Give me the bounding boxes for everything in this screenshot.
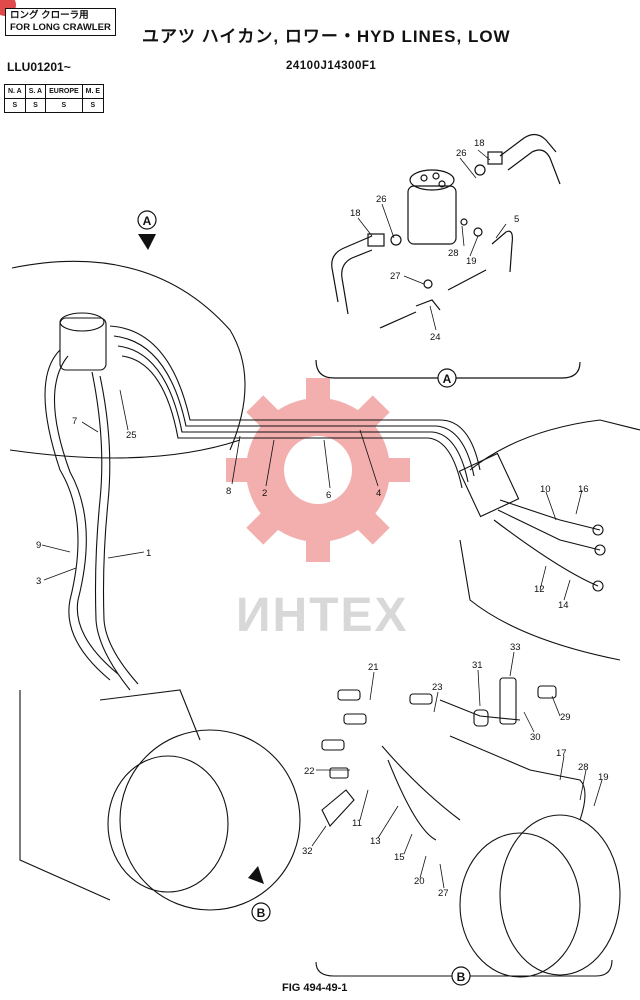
callout-16: 16 <box>578 484 589 495</box>
callout-14: 14 <box>558 600 569 611</box>
fitting-18-left <box>367 233 385 247</box>
line-6 <box>113 335 475 477</box>
callout-31: 31 <box>472 660 483 671</box>
callout-29: 29 <box>560 712 571 723</box>
callout-33: 33 <box>510 642 521 653</box>
watermark-gear-icon <box>226 378 410 562</box>
line-16 <box>499 499 601 531</box>
bolt-29 <box>537 685 557 699</box>
detail-a-label: A <box>443 372 452 386</box>
swivel-joint <box>407 185 457 245</box>
callout-28b: 28 <box>578 762 589 773</box>
callout-26: 26 <box>456 148 467 159</box>
line-2 <box>117 345 469 483</box>
callout-28: 28 <box>448 248 459 259</box>
view-arrow-a: A <box>137 210 157 250</box>
main-assembly <box>9 260 640 978</box>
assembly-part-number: 24100J14300F1 <box>286 60 377 72</box>
callout-13: 13 <box>370 836 381 847</box>
main-swivel-joint <box>59 317 107 371</box>
callout-21: 21 <box>368 662 379 673</box>
line-8 <box>121 355 463 489</box>
line-3 <box>53 355 119 675</box>
callout-30: 30 <box>530 732 541 743</box>
upper-frame-outline <box>11 260 246 451</box>
callout-labels: 18 26 18 26 5 28 19 27 24 25 7 8 2 6 4 9… <box>36 138 609 899</box>
line-9 <box>44 349 111 681</box>
line-13 <box>381 745 461 821</box>
callout-26b: 26 <box>376 194 387 205</box>
line-10 <box>497 509 601 551</box>
callout-5: 5 <box>514 214 519 225</box>
region-value-row: S S S S <box>4 98 105 113</box>
callout-15: 15 <box>394 852 405 863</box>
callout-20: 20 <box>414 876 425 887</box>
callout-27b: 27 <box>438 888 449 899</box>
line-1 <box>91 371 131 691</box>
long-crawler-badge: ロング クローラ用 FOR LONG CRAWLER <box>5 8 116 36</box>
detail-b-label: B <box>457 970 466 984</box>
line-4 <box>109 325 481 471</box>
elbow-pipe-left-upper <box>331 235 373 303</box>
line-14 <box>493 519 599 587</box>
callout-18: 18 <box>474 138 485 149</box>
callout-7: 7 <box>72 416 77 427</box>
callout-32: 32 <box>302 846 313 857</box>
callout-2: 2 <box>262 488 267 499</box>
callout-3: 3 <box>36 576 41 587</box>
callout-9: 9 <box>36 540 41 551</box>
badge-english-label: FOR LONG CRAWLER <box>10 22 111 33</box>
clamp-33 <box>499 677 517 725</box>
fitting-18-right <box>487 151 503 165</box>
page-title: ユアツ ハイカン, ロワー・HYD LINES, LOW <box>142 27 511 46</box>
pipe-bottom-right <box>447 269 487 291</box>
region-me-value: S <box>81 98 105 113</box>
callout-19: 19 <box>466 256 477 267</box>
travel-motor-right <box>459 832 581 978</box>
callout-12: 12 <box>534 584 545 595</box>
pipe-5 <box>491 230 513 273</box>
callout-22: 22 <box>304 766 315 777</box>
line-7 <box>99 375 139 685</box>
callout-17: 17 <box>556 748 567 759</box>
callout-10: 10 <box>540 484 551 495</box>
callout-19b: 19 <box>598 772 609 783</box>
callout-18b: 18 <box>350 208 361 219</box>
watermark-text: ИНТЕХ <box>236 589 409 642</box>
travel-motor-left <box>107 755 229 893</box>
right-manifold-block <box>458 452 520 518</box>
callout-4: 4 <box>376 488 381 499</box>
view-b-label: B <box>257 906 266 920</box>
line-15 <box>387 759 437 841</box>
serial-range: LLU01201~ <box>7 60 71 74</box>
view-arrow-b: B <box>248 866 271 922</box>
callout-1: 1 <box>146 548 151 559</box>
callout-8: 8 <box>226 486 231 497</box>
badge-japanese-label: ロング クローラ用 <box>10 10 89 21</box>
swivel-cap <box>409 169 455 191</box>
callout-24: 24 <box>430 332 441 343</box>
callout-11: 11 <box>352 818 362 829</box>
elbow-pipe-right-lower <box>507 149 561 185</box>
region-sa-value: S <box>24 98 47 113</box>
elbow-pipe-left-lower <box>341 249 373 315</box>
callout-25: 25 <box>126 430 137 441</box>
line-17 <box>449 735 586 821</box>
region-availability-table: N. A S. A EUROPE M. E S S S S <box>4 84 105 113</box>
spacer-31 <box>473 709 489 727</box>
callout-6: 6 <box>326 490 331 501</box>
detail-a-title: A <box>437 368 457 388</box>
pipe-24 <box>379 311 417 329</box>
callout-23: 23 <box>432 682 443 693</box>
guard-32 <box>321 789 355 827</box>
callout-27: 27 <box>390 271 401 282</box>
view-a-label: A <box>143 214 152 228</box>
callouts <box>41 149 603 889</box>
detail-b-title: B <box>451 966 471 986</box>
figure-id: FIG 494-49-1 <box>282 982 348 994</box>
elbow-pipe-right-upper <box>499 133 557 157</box>
